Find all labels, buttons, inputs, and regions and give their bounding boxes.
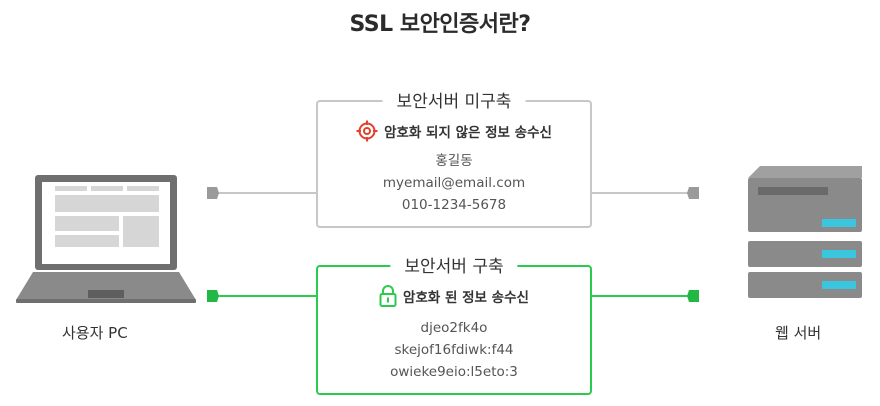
secure-status-text: 암호화 된 정보 송수신	[403, 290, 529, 306]
lock-icon	[379, 285, 397, 307]
insecure-panel: 보안서버 미구축 암호화 되지 않은 정보 송수신 홍길동 myemail@em…	[316, 87, 592, 228]
insecure-data-line: myemail@email.com	[382, 175, 526, 191]
secure-data-line: owieke9eio:l5eto:3	[390, 364, 518, 380]
insecure-data-line: 홍길동	[435, 153, 473, 169]
secure-data-line: djeo2fk4o	[420, 320, 488, 336]
insecure-connector-right	[592, 187, 699, 199]
server-icon	[748, 166, 862, 298]
secure-heading: 보안서버 구축	[390, 252, 518, 277]
insecure-status: 암호화 되지 않은 정보 송수신	[318, 120, 590, 142]
server-label: 웹 서버	[775, 324, 822, 342]
secure-status: 암호화 된 정보 송수신	[318, 285, 590, 307]
client-label: 사용자 PC	[62, 324, 128, 342]
laptop-icon	[16, 175, 196, 303]
secure-panel: 보안서버 구축 암호화 된 정보 송수신 djeo2fk4o skejof16f…	[316, 252, 592, 395]
insecure-data-list: 홍길동 myemail@email.com 010-1234-5678	[318, 150, 590, 216]
page-title: SSL 보안인증서란?	[349, 12, 531, 37]
secure-data-line: skejof16fdiwk:f44	[394, 342, 514, 358]
insecure-status-text: 암호화 되지 않은 정보 송수신	[384, 125, 552, 141]
target-icon	[356, 120, 378, 142]
secure-connector-left	[207, 290, 316, 302]
secure-connector-right	[592, 290, 699, 302]
insecure-connector-left	[207, 187, 316, 199]
insecure-data-line: 010-1234-5678	[401, 197, 507, 213]
secure-data-list: djeo2fk4o skejof16fdiwk:f44 owieke9eio:l…	[318, 317, 590, 383]
insecure-heading: 보안서버 미구축	[382, 87, 526, 112]
